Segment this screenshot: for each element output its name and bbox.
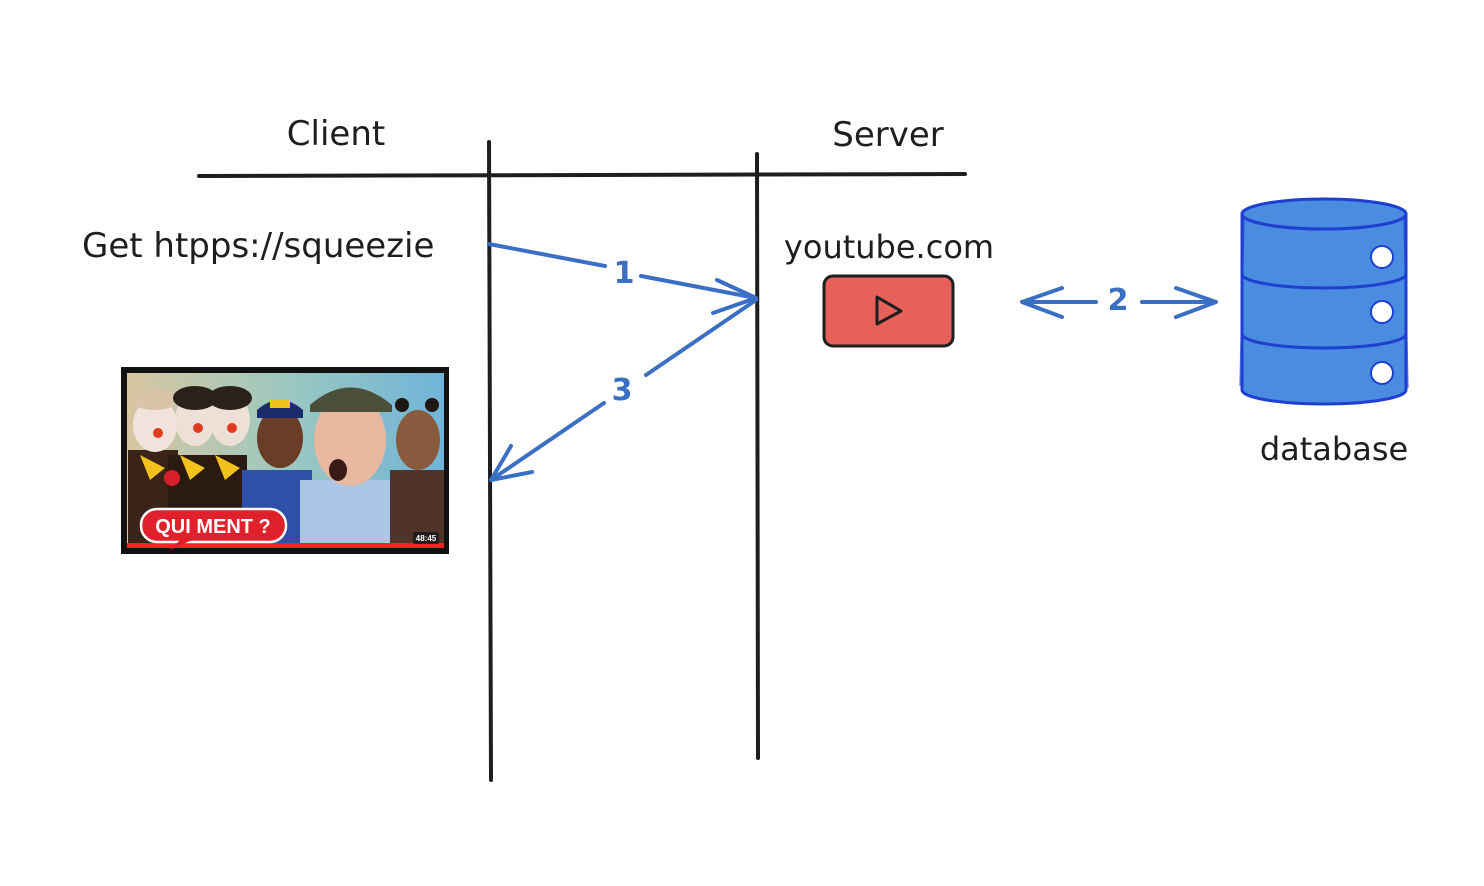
youtube-play-icon	[822, 274, 955, 348]
request-text: Get htpps://squeezie	[82, 226, 434, 266]
thumbnail-title-badge: QUI MENT ?	[139, 507, 288, 550]
thumbnail-title-text: QUI MENT ?	[155, 516, 271, 538]
database-label: database	[1260, 430, 1408, 468]
arrow-database	[1020, 286, 1218, 319]
thumbnail-duration-text: 48:45	[416, 534, 437, 543]
arrow-request	[487, 242, 758, 315]
arrow-response	[489, 298, 758, 482]
server-lane-line	[755, 152, 760, 760]
arrow-database-label: 2	[1108, 283, 1129, 318]
client-header: Client	[287, 114, 385, 154]
video-thumbnail: QUI MENT ? 48:45	[121, 367, 449, 554]
arrow-response-label: 3	[612, 373, 633, 408]
server-header: Server	[832, 115, 944, 155]
arrow-request-label: 1	[614, 256, 635, 291]
client-lane-line	[487, 140, 493, 782]
server-domain-label: youtube.com	[784, 228, 994, 266]
header-divider-line	[197, 172, 967, 178]
database-cylinder-icon	[1239, 197, 1409, 406]
thumbnail-duration-badge: 48:45	[413, 532, 439, 544]
